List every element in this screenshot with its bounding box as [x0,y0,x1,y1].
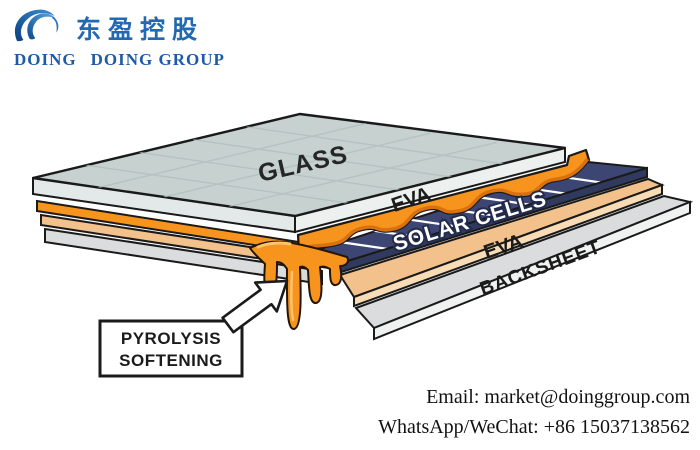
logo-cn-text: 东盈控股 [76,16,205,44]
drip-highlight-2 [290,270,295,322]
backsheet-front-face [373,200,691,341]
logo-doing-text: DOING [14,50,77,69]
glass-layer [32,112,566,234]
glass-grid-lines [86,122,509,208]
logo: 东盈控股 DOING DOING GROUP [10,6,240,70]
contact-email: Email: market@doinggroup.com [426,386,690,408]
eva-bottom-front-face [353,183,663,308]
callout-line2: SOFTENING [119,351,223,370]
drip-highlight-1 [256,241,292,249]
contact-info: Email: market@doinggroup.com WhatsApp/We… [378,382,690,442]
eva-top-layer [36,148,591,255]
callout-line1: PYROLYSIS [121,329,221,348]
logo-swirl-icon [14,9,59,42]
contact-whatsapp: WhatsApp/WeChat: +86 15037138562 [378,416,690,438]
eva-bottom-layer [40,177,665,308]
callout-arrow [221,279,289,334]
logo-group-text: DOING GROUP [90,50,225,69]
callout-box [98,319,244,378]
pyrolysis-callout: PYROLYSIS SOFTENING [98,279,289,378]
eva-melt-rim [304,157,589,251]
backsheet-layer [44,194,694,341]
